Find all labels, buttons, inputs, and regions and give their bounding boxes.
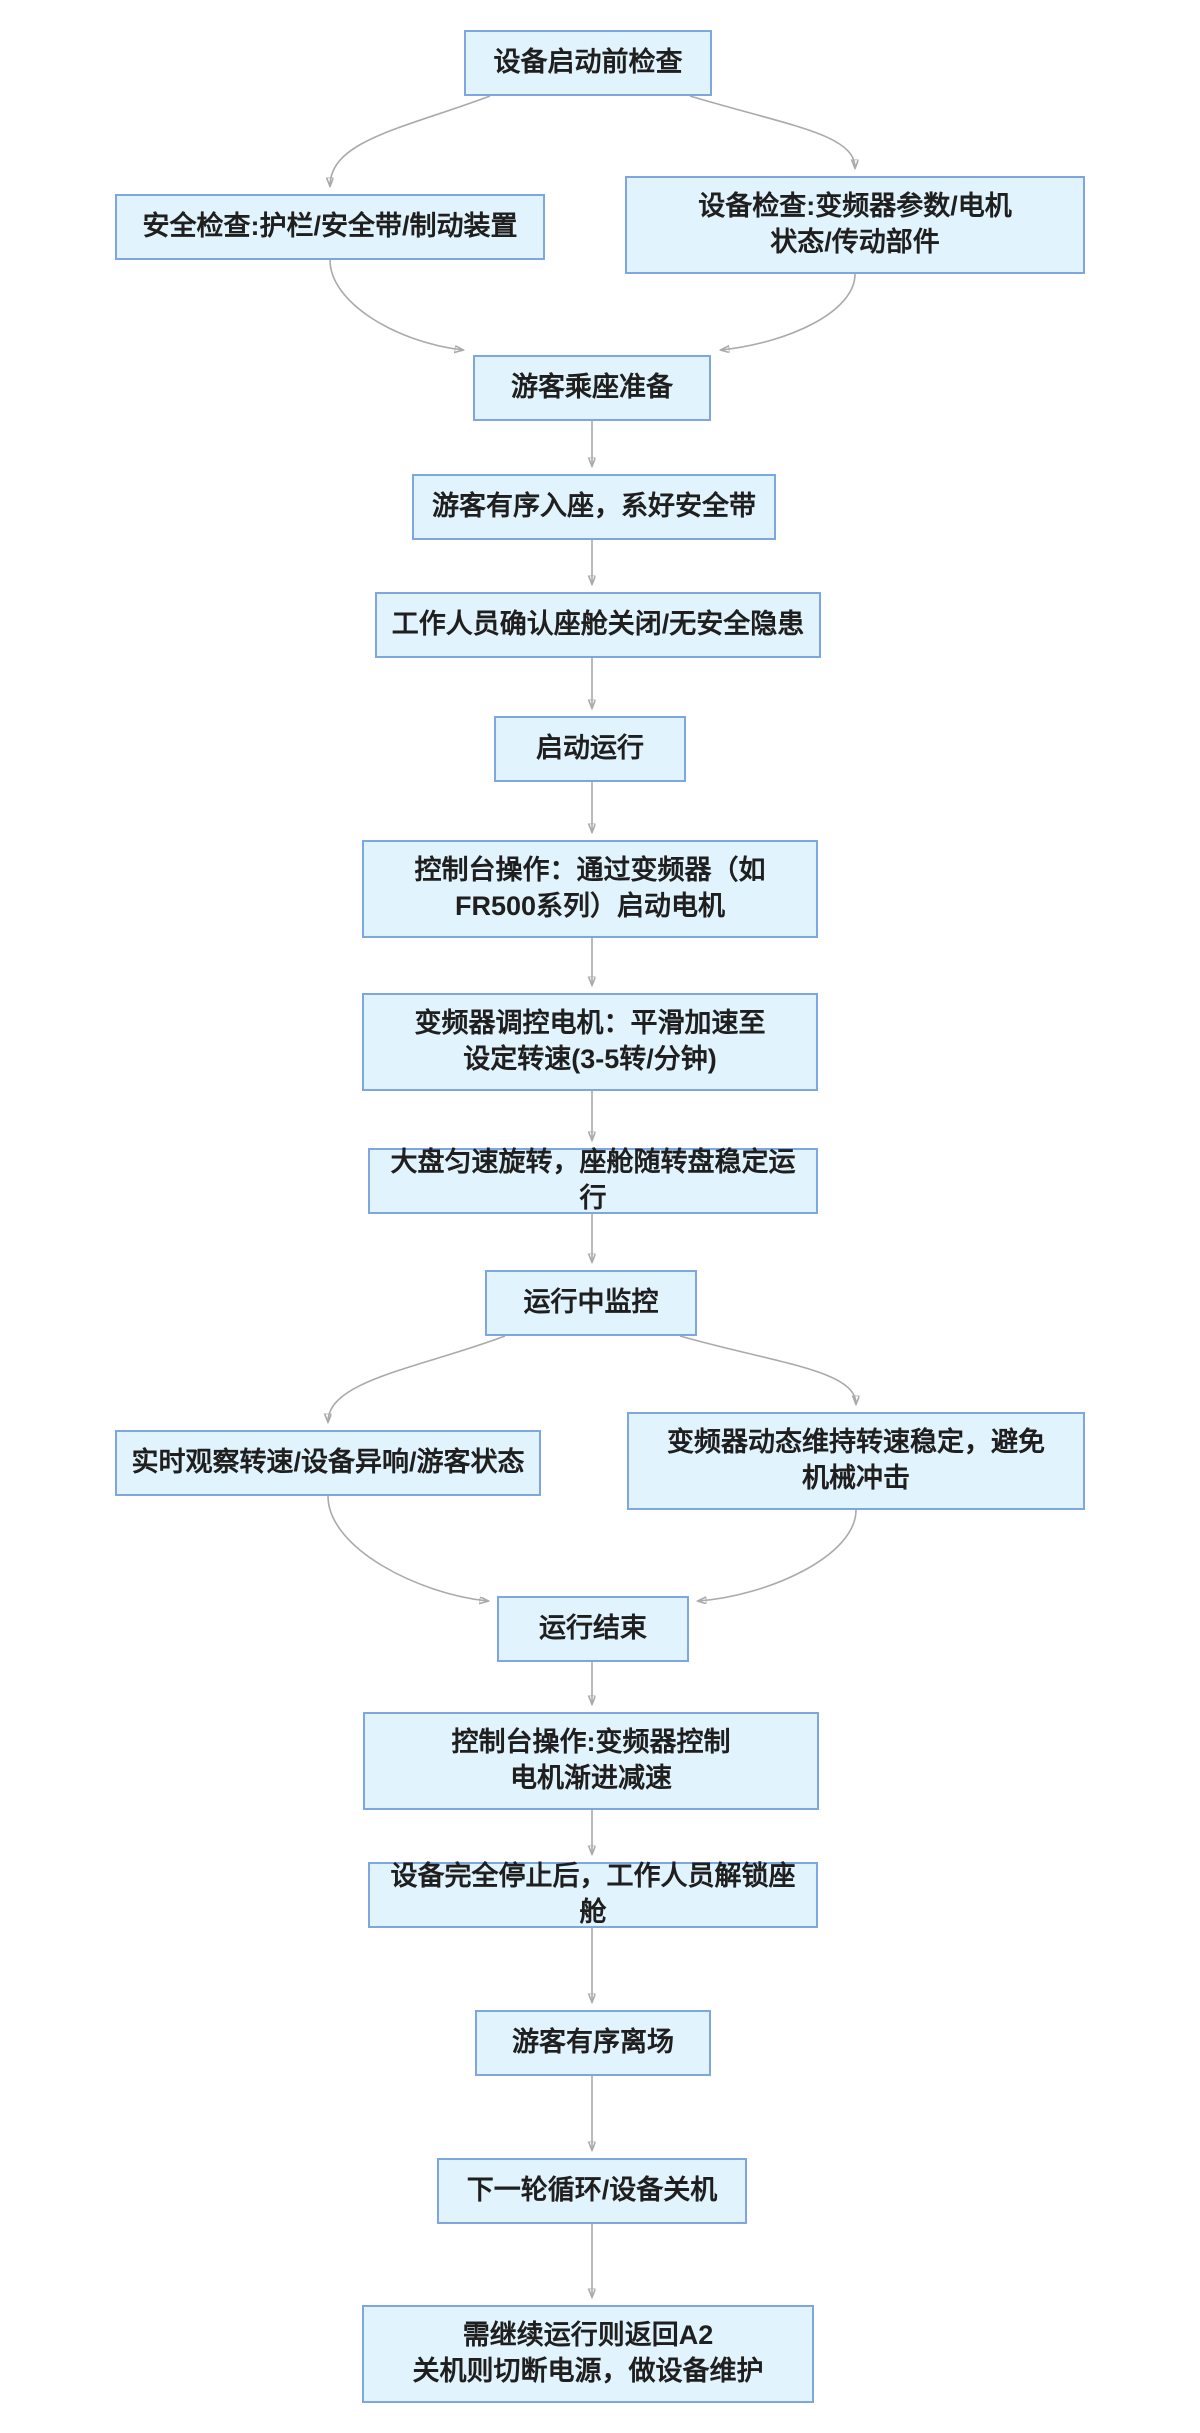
node-vfd-smooth-accelerate: 变频器调控电机：平滑加速至 设定转速(3-5转/分钟) [362, 993, 818, 1091]
node-operation-monitoring: 运行中监控 [485, 1270, 697, 1336]
node-equipment-check: 设备检查:变频器参数/电机 状态/传动部件 [625, 176, 1085, 274]
node-staff-unlock-cabin: 设备完全停止后，工作人员解锁座舱 [368, 1861, 818, 1928]
node-realtime-observation: 实时观察转速/设备异响/游客状态 [115, 1430, 541, 1496]
node-safety-check: 安全检查:护栏/安全带/制动装置 [115, 194, 545, 260]
edge-a1-b1 [330, 95, 491, 186]
edge-k2-l [698, 1509, 857, 1601]
node-passengers-seated: 游客有序入座，系好安全带 [412, 474, 776, 540]
edge-a1-b2 [689, 95, 855, 168]
node-next-cycle-or-shutdown: 下一轮循环/设备关机 [437, 2158, 747, 2224]
edge-b2-c [721, 273, 856, 350]
node-passengers-exit: 游客有序离场 [475, 2010, 711, 2076]
node-passenger-seating-prep: 游客乘座准备 [473, 355, 711, 421]
node-operation-end: 运行结束 [497, 1596, 689, 1662]
edge-b1-c [329, 259, 463, 350]
node-vfd-maintain-speed: 变频器动态维持转速稳定，避免 机械冲击 [627, 1412, 1085, 1510]
node-console-start-motor: 控制台操作：通过变频器（如 FR500系列）启动电机 [362, 840, 818, 938]
edge-j-k1 [328, 1335, 506, 1422]
node-pre-start-check: 设备启动前检查 [464, 30, 712, 96]
node-continue-or-maintenance: 需继续运行则返回A2 关机则切断电源，做设备维护 [362, 2305, 814, 2403]
edge-k1-l [327, 1495, 488, 1601]
node-start-operation: 启动运行 [494, 716, 686, 782]
node-disc-steady-rotation: 大盘匀速旋转，座舱随转盘稳定运行 [368, 1147, 818, 1214]
node-staff-confirm-cabin: 工作人员确认座舱关闭/无安全隐患 [375, 592, 821, 658]
edge-j-k2 [679, 1335, 856, 1404]
node-console-decelerate: 控制台操作:变频器控制 电机渐进减速 [363, 1712, 819, 1810]
